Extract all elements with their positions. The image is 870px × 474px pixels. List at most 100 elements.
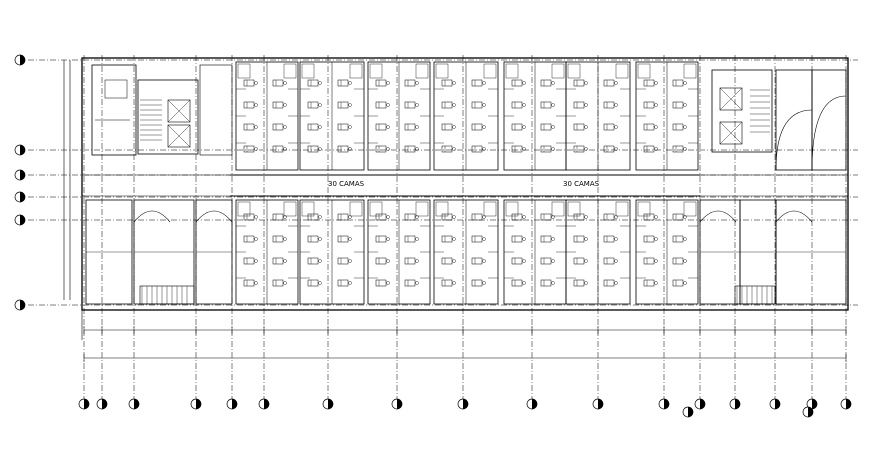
grid-bubble-icon	[840, 398, 852, 410]
ward-label-left: 30 CAMAS	[328, 180, 365, 188]
grid-bubble-icon	[658, 398, 670, 410]
building-outline	[81, 57, 849, 311]
hospital-bed-icon	[375, 257, 390, 265]
hospital-bed-icon	[243, 279, 258, 287]
dimension-lines	[83, 326, 847, 362]
hospital-bed-icon	[441, 79, 456, 87]
hospital-bed-icon	[243, 123, 258, 131]
bathroom	[505, 63, 519, 79]
hospital-bed-icon	[337, 123, 352, 131]
hospital-bed-icon	[272, 79, 287, 87]
hospital-bed-icon	[573, 101, 588, 109]
hospital-bed-icon	[404, 213, 419, 221]
bathroom	[483, 201, 497, 217]
hospital-bed-icon	[672, 145, 687, 153]
hospital-bed-icon	[540, 79, 555, 87]
hospital-bed-icon	[603, 279, 618, 287]
grid-bubble-icon	[14, 169, 26, 181]
hospital-bed-icon	[643, 257, 658, 265]
hospital-bed-icon	[272, 123, 287, 131]
hospital-bed-icon	[540, 279, 555, 287]
outer-walls	[63, 57, 849, 340]
grid-bubble-icon	[96, 398, 108, 410]
grid-bubble-icon	[526, 398, 538, 410]
grid-bubble-icon	[78, 398, 90, 410]
right-stair-room	[711, 69, 773, 153]
grid-bubble-icon	[128, 398, 140, 410]
hospital-bed-icon	[573, 235, 588, 243]
grid-markers	[14, 54, 852, 418]
hospital-bed-icon	[243, 101, 258, 109]
hospital-bed-icon	[643, 235, 658, 243]
bathroom	[237, 63, 251, 79]
hospital-bed-icon	[573, 123, 588, 131]
hospital-bed-icon	[272, 235, 287, 243]
hospital-bed-icon	[471, 123, 486, 131]
patient-room-blocks	[85, 61, 847, 305]
hospital-bed-icon	[337, 101, 352, 109]
bathroom	[369, 63, 383, 79]
grid-bubble-icon	[391, 398, 403, 410]
grid-bubble-icon	[457, 398, 469, 410]
hospital-bed-icon	[243, 257, 258, 265]
grid-bubble-icon	[769, 398, 781, 410]
grid-lines	[28, 55, 858, 400]
hospital-bed-icon	[603, 235, 618, 243]
hospital-bed-icon	[272, 257, 287, 265]
hospital-bed-icon	[603, 257, 618, 265]
hospital-bed-icon	[307, 257, 322, 265]
hospital-bed-icon	[511, 213, 526, 221]
elevator-shaft	[719, 87, 743, 111]
bathroom	[283, 63, 297, 79]
hospital-bed-icon	[243, 79, 258, 87]
hospital-bed-icon	[337, 235, 352, 243]
elevator-shaft	[719, 121, 743, 145]
curved-entrance	[133, 210, 171, 223]
hospital-bed-icon	[375, 213, 390, 221]
grid-bubble-icon	[258, 398, 270, 410]
bottom-stair-right	[734, 285, 776, 305]
hospital-bed-icon	[404, 79, 419, 87]
hospital-bed-icon	[375, 101, 390, 109]
hospital-bed-icon	[471, 145, 486, 153]
hospital-bed-icon	[672, 123, 687, 131]
bathroom	[283, 201, 297, 217]
grid-bubble-icon	[592, 398, 604, 410]
left-service-core	[91, 64, 233, 156]
hospital-bed-icon	[471, 235, 486, 243]
hospital-bed-icon	[375, 123, 390, 131]
hospital-bed-icon	[672, 257, 687, 265]
hospital-bed-icon	[643, 79, 658, 87]
grid-bubble-icon	[14, 214, 26, 226]
hospital-bed-icon	[603, 123, 618, 131]
grid-bubble-icon	[190, 398, 202, 410]
hospital-bed-icon	[573, 145, 588, 153]
hospital-bed-icon	[471, 101, 486, 109]
hospital-bed-icon	[511, 235, 526, 243]
hospital-bed-icon	[471, 79, 486, 87]
hospital-bed-icon	[307, 79, 322, 87]
hospital-bed-icon	[337, 79, 352, 87]
hospital-bed-icon	[511, 79, 526, 87]
hospital-bed-icon	[672, 213, 687, 221]
hospital-bed-icon	[441, 145, 456, 153]
curved-entrance	[775, 210, 813, 223]
hospital-bed-icon	[643, 101, 658, 109]
hospital-bed-icon	[404, 101, 419, 109]
hospital-bed-icon	[603, 101, 618, 109]
right-core-room	[775, 69, 813, 171]
left-core-room	[91, 64, 137, 156]
hospital-bed-icon	[337, 213, 352, 221]
bathroom	[615, 63, 629, 79]
grid-bubble-icon	[14, 191, 26, 203]
curved-wall	[775, 109, 813, 171]
grid-bubble-icon	[806, 398, 818, 410]
bathroom	[615, 201, 629, 217]
curved-entrance	[195, 210, 233, 223]
hospital-bed-icon	[404, 123, 419, 131]
bathroom	[349, 201, 363, 217]
left-core-fixture	[104, 79, 128, 99]
hospital-bed-icon	[471, 257, 486, 265]
hospital-bed-icon	[243, 145, 258, 153]
